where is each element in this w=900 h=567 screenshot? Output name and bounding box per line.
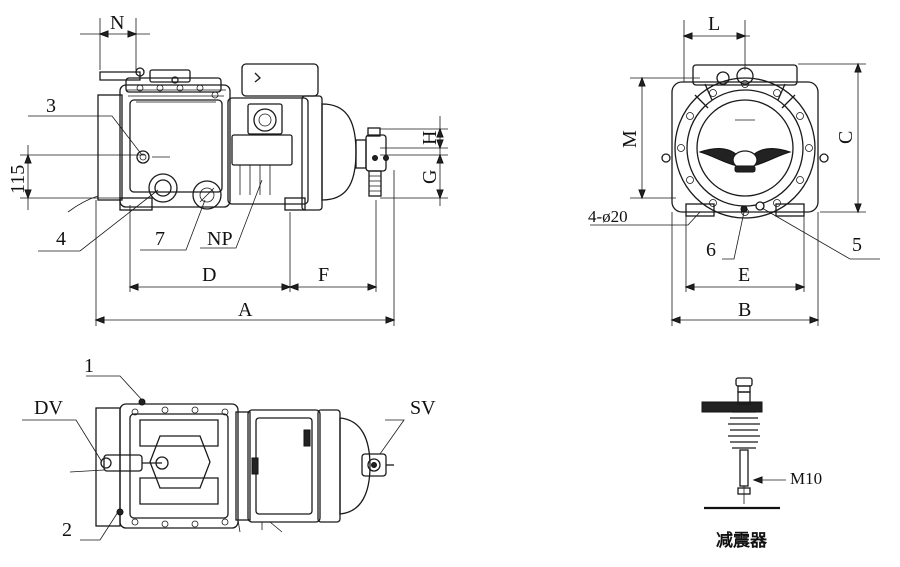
head-bolts (136, 84, 219, 99)
dim-label-D: D (202, 264, 216, 286)
callout-2: 2 (62, 519, 72, 541)
callout-5: 5 (852, 234, 862, 256)
top-view (69, 398, 394, 533)
wing-logo (698, 148, 792, 173)
side-view-labels: N 3 H G 115 4 7 NP D F A (7, 12, 441, 321)
flange-bolts (677, 80, 813, 216)
dv-label: DV (34, 397, 63, 419)
dim-label-115: 115 (7, 165, 29, 194)
dim-label-F: F (318, 264, 329, 286)
side-view (67, 63, 389, 213)
callout-NP: NP (207, 228, 233, 250)
top-view-annotations: 1 DV 2 SV (22, 355, 436, 541)
sv-label: SV (410, 397, 436, 419)
front-view (661, 64, 829, 219)
dim-label-A: A (238, 299, 253, 321)
dim-label-H: H (419, 131, 441, 145)
mount-holes-label: 4-ø20 (588, 207, 628, 226)
dim-label-M: M (619, 130, 641, 148)
front-view-dimensions (590, 20, 880, 326)
callout-4: 4 (56, 228, 66, 250)
top-view-bolts (116, 398, 229, 528)
dim-label-N: N (110, 12, 124, 34)
dim-label-G: G (419, 170, 441, 184)
callout-1: 1 (84, 355, 94, 377)
dim-label-C: C (835, 131, 857, 144)
dim-label-B: B (738, 299, 751, 321)
callout-7: 7 (155, 228, 165, 250)
front-view-labels: L M C 4-ø20 6 5 E B (588, 13, 862, 321)
callout-6: 6 (706, 239, 716, 261)
side-view-dimensions (20, 18, 448, 326)
dim-label-L: L (708, 13, 720, 35)
m10-label: M10 (790, 469, 822, 488)
damper-caption: 减震器 (716, 530, 768, 551)
dim-label-E: E (738, 264, 750, 286)
vibration-damper: M10 减震器 (701, 377, 822, 551)
callout-3: 3 (46, 95, 56, 117)
